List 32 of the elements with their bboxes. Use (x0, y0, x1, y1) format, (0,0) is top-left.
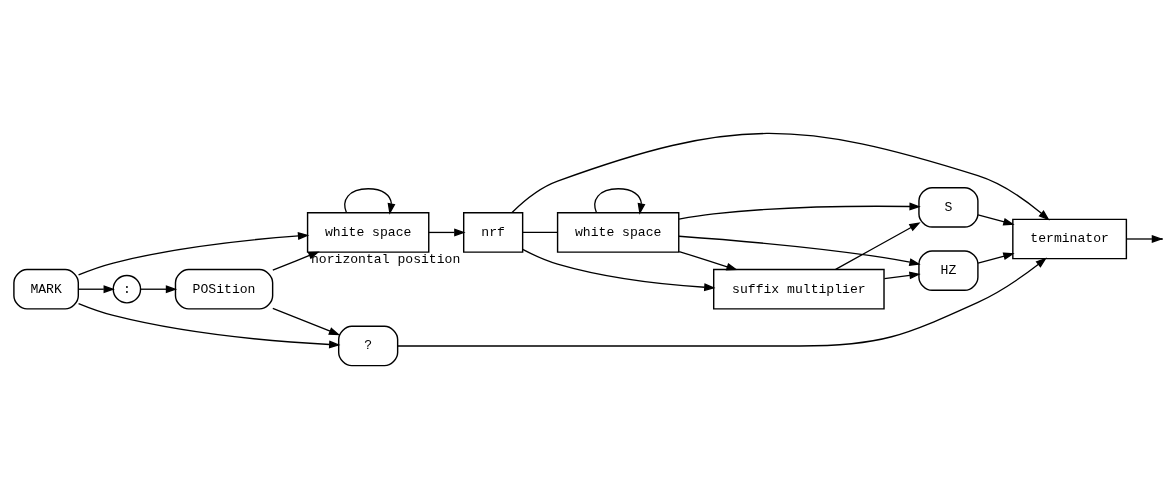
arrow (397, 257, 1047, 347)
arrow (678, 235, 921, 267)
node-box: suffix multiplier (713, 268, 885, 310)
arrow (977, 252, 1015, 264)
node-box: white space (556, 212, 680, 253)
arrow (834, 222, 921, 271)
connector (522, 231, 558, 234)
arrow (1125, 235, 1164, 243)
arrow (883, 271, 921, 280)
arrow (594, 188, 646, 215)
node-circle: : (112, 274, 142, 304)
node-box: S (918, 186, 979, 228)
node-box: nrf (463, 212, 524, 253)
node-box: POSition (174, 268, 274, 310)
node-box: terminator (1012, 218, 1128, 260)
node-box: white space (306, 212, 430, 253)
node-box: ? (338, 325, 399, 367)
arrow (428, 228, 466, 237)
node-box: HZ (918, 250, 979, 291)
arrow (77, 231, 310, 276)
arrow (344, 188, 396, 215)
arrow (272, 307, 341, 336)
arrow (77, 302, 341, 349)
arrow (977, 214, 1015, 226)
arrow (678, 202, 921, 220)
arrow (140, 285, 178, 294)
node-box: MARK (13, 268, 79, 310)
arrow (678, 250, 738, 271)
arrow (522, 248, 716, 292)
node-label: horizontal position (310, 251, 461, 267)
arrow (511, 132, 1050, 221)
arrow (78, 285, 115, 294)
